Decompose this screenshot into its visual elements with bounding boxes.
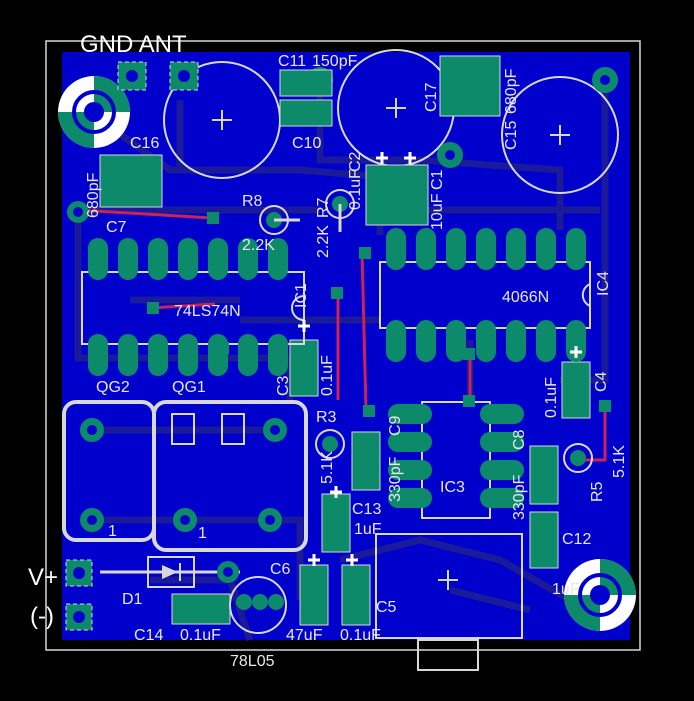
label-c5: C5 <box>376 599 397 616</box>
vias <box>147 212 611 417</box>
polarity-markers <box>298 152 582 566</box>
label-c13: C13 <box>352 501 381 518</box>
label-c9: C9 <box>387 415 404 436</box>
power-pads <box>65 559 93 631</box>
label-r8: R8 <box>242 193 263 210</box>
label-d1: D1 <box>122 591 143 608</box>
crystal-outlines <box>62 400 308 552</box>
label-ic1-part: 74LS74N <box>174 303 241 320</box>
label-c9-value: 330pF <box>387 456 404 502</box>
label-ic4: IC4 <box>595 271 612 296</box>
label-ic3: IC3 <box>440 479 465 496</box>
mounting-hole-bottom-right <box>564 559 636 631</box>
label-r7: R7 <box>315 197 332 218</box>
label-v-minus: (-) <box>30 603 54 630</box>
label-c2: C2 <box>347 151 364 172</box>
label-c8: C8 <box>511 429 528 450</box>
label-c3: C3 <box>275 375 292 396</box>
regulator-footprint <box>229 533 523 671</box>
label-c12: C12 <box>562 531 591 548</box>
capacitor-footprints <box>99 55 591 626</box>
label-c15-value: 680pF <box>503 68 520 114</box>
label-regulator: 78L05 <box>230 653 275 670</box>
label-c15: C15 <box>503 121 520 150</box>
ic1-footprint <box>81 238 305 376</box>
label-c4: C4 <box>593 371 610 392</box>
label-c2-value: 0.1uF <box>347 169 364 210</box>
label-c16: C16 <box>130 135 159 152</box>
label-c14-value: 0.1uF <box>180 627 221 644</box>
label-c14: C14 <box>134 627 163 644</box>
label-r5-value: 5.1K <box>611 445 628 478</box>
mounting-hole-top-left <box>58 76 130 148</box>
label-pin1-qg2: 1 <box>108 523 117 540</box>
label-r8-value: 2.2K <box>242 237 275 254</box>
label-c5-value: 0.1uF <box>340 627 381 644</box>
label-r3: R3 <box>316 409 337 426</box>
label-r5: R5 <box>589 481 606 502</box>
label-c1: C1 <box>429 169 446 190</box>
electrolytic-outline-3 <box>501 76 619 194</box>
label-c1-value: 10uF <box>429 193 446 230</box>
label-c10: C10 <box>292 135 321 152</box>
board-outline <box>45 40 641 651</box>
label-c13-value: 1uF <box>354 521 382 538</box>
label-pin1-qg1: 1 <box>198 525 207 542</box>
label-c17: C17 <box>423 83 440 112</box>
ic3-footprint <box>388 401 524 519</box>
label-c6: C6 <box>270 561 291 578</box>
label-c16-value: 680pF <box>85 172 102 218</box>
resistor-footprints <box>259 189 593 473</box>
label-ic1: IC1 <box>293 283 310 308</box>
label-c11-value: 150pF <box>312 53 358 70</box>
label-ic4-part: 4066N <box>502 289 549 306</box>
airwire-group <box>77 208 607 462</box>
label-c4-value: 0.1uF <box>543 377 560 418</box>
label-c6-value: 47uF <box>286 627 323 644</box>
label-c8-value: 330pF <box>511 474 528 520</box>
label-gnd-ant: GND ANT <box>80 31 187 58</box>
label-c3-value: 0.1uF <box>319 355 336 396</box>
ic4-footprint <box>379 228 591 362</box>
diode-d1 <box>100 556 240 588</box>
label-qg1: QG1 <box>172 379 206 396</box>
label-c12-value: 1uF <box>552 581 580 598</box>
label-qg2: QG2 <box>96 379 130 396</box>
label-r3-value: 5.1K <box>319 451 336 484</box>
label-r7-value: 2.2K <box>315 225 332 258</box>
label-c11: C11 <box>278 53 306 70</box>
label-v-plus: V+ <box>28 564 58 591</box>
label-c7: C7 <box>106 219 127 236</box>
